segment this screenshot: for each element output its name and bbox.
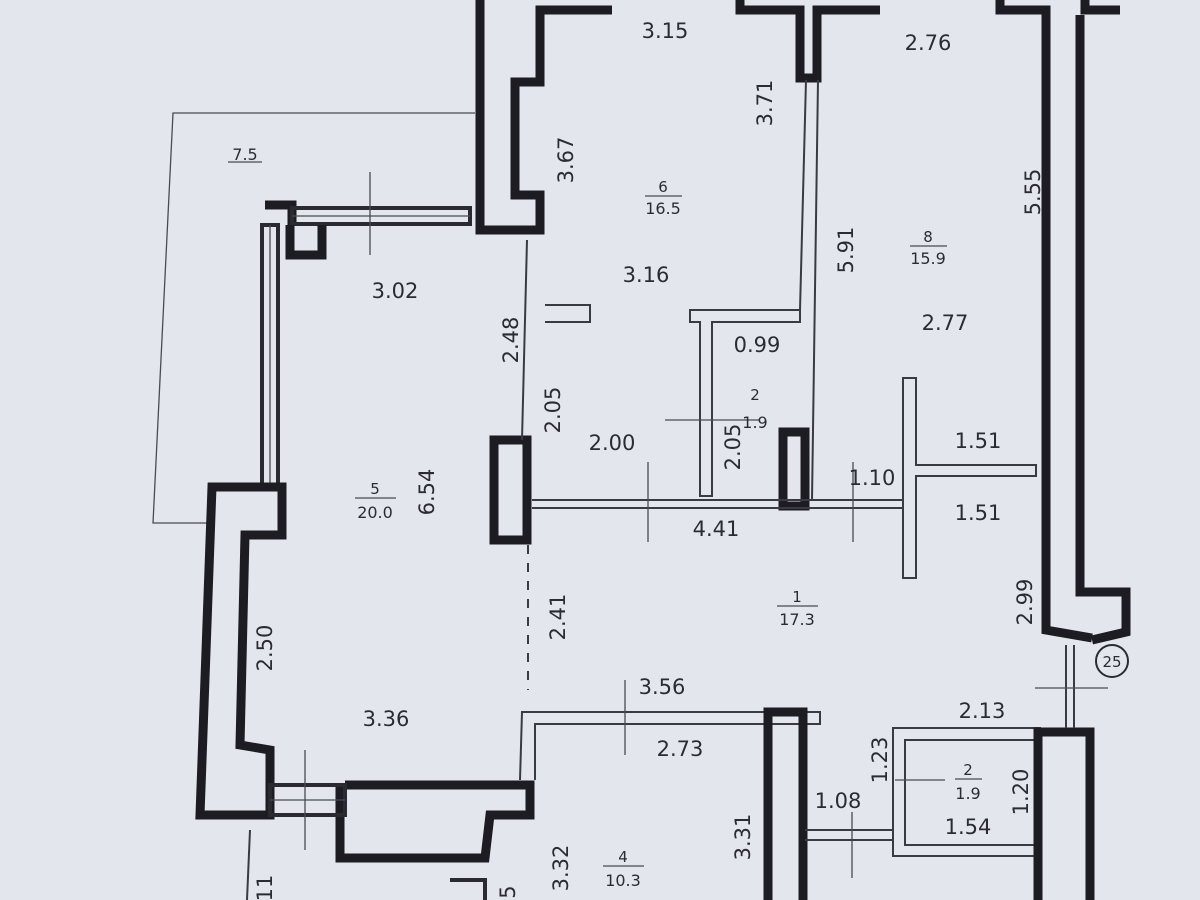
wall-room-4-top xyxy=(519,711,821,781)
room-2-number: 2 xyxy=(963,761,973,779)
dim-room-4-top-outer: 3.56 xyxy=(639,675,686,699)
dim-room-7-width: 0.99 xyxy=(734,333,781,357)
balcony-outline xyxy=(152,112,475,524)
room-5-number: 5 xyxy=(370,480,380,498)
window-room-4-bottom xyxy=(450,878,487,900)
dim-room-4-top-inner: 2.73 xyxy=(657,737,704,761)
wall-room-5-left xyxy=(195,482,287,820)
room-1-area: 17.3 xyxy=(779,610,815,629)
wall-room-5-corner xyxy=(285,225,327,260)
dim-room-8-left: 5.91 xyxy=(834,227,858,274)
wall-top-middle xyxy=(735,0,880,83)
room-7-number: 2 xyxy=(750,386,760,404)
wall-room-2-right xyxy=(1033,727,1095,900)
dim-closet-lower: 1.51 xyxy=(955,501,1002,525)
dim-room-5-lower-left: 2.50 xyxy=(253,625,277,672)
dim-room-6-left: 3.67 xyxy=(554,137,578,184)
wall-room-6-right xyxy=(799,79,807,311)
dim-room-4-left: 3.32 xyxy=(549,845,573,892)
dim-closet-upper: 1.51 xyxy=(955,429,1002,453)
dim-room-4-right: 3.31 xyxy=(731,814,755,861)
room-8-number: 8 xyxy=(923,228,933,246)
dim-room-2-height: 1.23 xyxy=(868,737,892,784)
room-4-number: 4 xyxy=(618,848,628,866)
dim-hall-length: 4.41 xyxy=(693,517,740,541)
dim-hall-bottom: 2.13 xyxy=(959,699,1006,723)
wall-room-5-room-6 xyxy=(521,239,528,441)
dim-room-2-width: 1.54 xyxy=(945,815,992,839)
dim-room-2-height-right: 1.20 xyxy=(1009,769,1033,816)
dim-room-8-width: 2.77 xyxy=(922,311,969,335)
column-room-7 xyxy=(778,427,810,511)
dim-hall-right: 2.99 xyxy=(1013,579,1037,626)
room-8-area: 15.9 xyxy=(910,249,946,268)
room-7-area: 1.9 xyxy=(742,413,767,432)
wall-room-5-bottom xyxy=(335,780,535,863)
room-4-area: 10.3 xyxy=(605,871,641,890)
balcony-area: 7.5 xyxy=(232,145,257,164)
wall-closet xyxy=(902,377,1037,579)
dim-room-8-right: 5.55 xyxy=(1021,169,1045,216)
dim-room-2-corridor: 1.08 xyxy=(815,789,862,813)
dim-room-8-top: 2.76 xyxy=(905,31,952,55)
dim-room-5-wall-lower: 2.05 xyxy=(541,387,565,434)
dim-room-5-height: 6.54 xyxy=(415,469,439,516)
dim-room-6-top: 3.15 xyxy=(642,19,689,43)
dim-room-5-bottom: 3.36 xyxy=(363,707,410,731)
wall-right-exterior xyxy=(995,0,1093,643)
wall-room-6-stub xyxy=(545,304,591,323)
wall-room-5-top xyxy=(265,200,297,225)
dim-room-6-width: 3.16 xyxy=(623,263,670,287)
room-6-number: 6 xyxy=(658,178,668,196)
axis-marker-label: 25 xyxy=(1102,653,1121,671)
dim-room-5-wall-upper: 2.48 xyxy=(499,317,523,364)
wall-room-7 xyxy=(689,309,801,497)
column-room-5 xyxy=(489,435,532,545)
dim-cut-left: 11 xyxy=(253,875,277,900)
wall-right-outer xyxy=(1075,0,1131,645)
wall-room-6-left xyxy=(475,0,612,235)
dim-room-5-top: 3.02 xyxy=(372,279,419,303)
dim-hall-height: 2.41 xyxy=(546,594,570,641)
room-2-area: 1.9 xyxy=(955,784,980,803)
dim-room-6-right: 3.71 xyxy=(753,80,777,127)
dim-hall-gap: 1.10 xyxy=(849,466,896,490)
room-5-area: 20.0 xyxy=(357,503,393,522)
wall-cut-left xyxy=(246,829,251,900)
axis-marker xyxy=(1095,644,1129,678)
room-6-area: 16.5 xyxy=(645,199,681,218)
wall-room-4-right xyxy=(763,707,808,900)
dim-hall-left: 2.00 xyxy=(589,431,636,455)
wall-room-8-left xyxy=(811,79,819,501)
room-1-number: 1 xyxy=(792,588,802,606)
dim-cut-mid: 5 xyxy=(496,885,520,898)
dim-room-7-height: 2.05 xyxy=(721,424,745,471)
